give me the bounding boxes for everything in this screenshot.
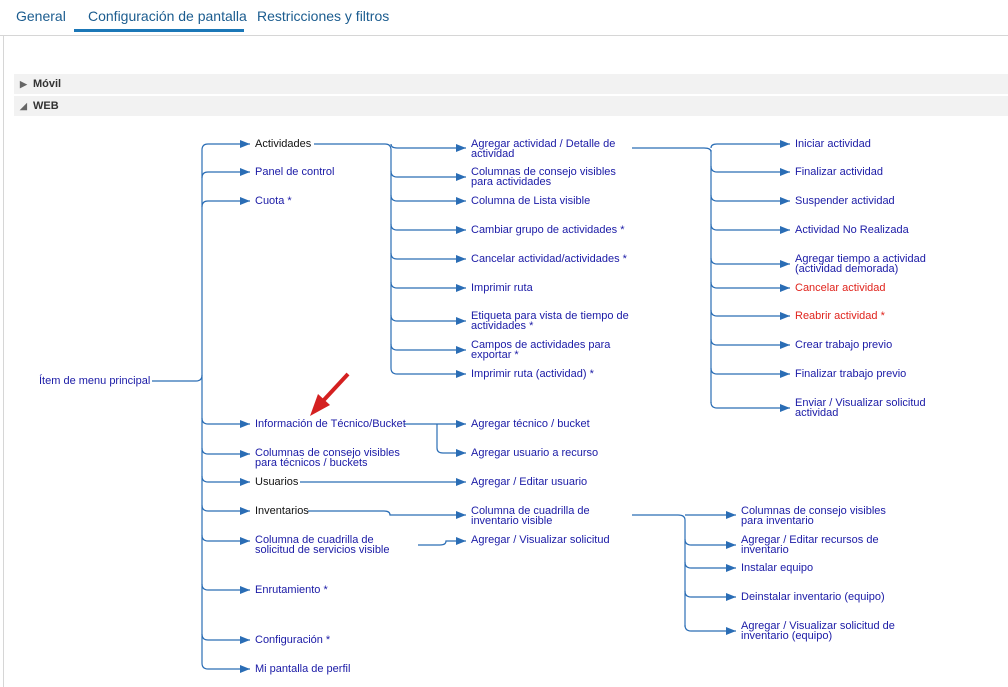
node-agregar-actividad[interactable]: Agregar actividad / Detalle de actividad bbox=[471, 138, 616, 160]
node-suspender-actividad[interactable]: Suspender actividad bbox=[795, 195, 895, 207]
node-etiqueta-vista-tiempo[interactable]: Etiqueta para vista de tiempo de activid… bbox=[471, 310, 629, 332]
node-solicitud-inventario[interactable]: Agregar / Visualizar solicitud de invent… bbox=[741, 620, 895, 642]
node-panel-control[interactable]: Panel de control bbox=[255, 166, 335, 178]
node-columnas-consejo-actividades[interactable]: Columnas de consejo visibles para activi… bbox=[471, 166, 616, 188]
red-pointer-arrow-icon bbox=[310, 372, 350, 416]
node-columna-lista-visible[interactable]: Columna de Lista visible bbox=[471, 195, 591, 207]
node-inventarios[interactable]: Inventarios bbox=[255, 505, 309, 517]
node-finalizar-trabajo-previo[interactable]: Finalizar trabajo previo bbox=[795, 368, 907, 380]
content-frame bbox=[3, 35, 1008, 687]
node-informacion-tecnico[interactable]: Información de Técnico/Bucket bbox=[255, 418, 406, 430]
node-reabrir-actividad[interactable]: Reabrir actividad * bbox=[795, 310, 885, 322]
node-campos-exportar[interactable]: Campos de actividades para exportar * bbox=[471, 339, 611, 361]
node-iniciar-actividad[interactable]: Iniciar actividad bbox=[795, 138, 871, 150]
node-enrutamiento[interactable]: Enrutamiento * bbox=[255, 584, 328, 596]
node-cuota[interactable]: Cuota * bbox=[255, 195, 292, 207]
node-imprimir-ruta-actividad[interactable]: Imprimir ruta (actividad) * bbox=[471, 368, 594, 380]
node-deinstalar-inventario[interactable]: Deinstalar inventario (equipo) bbox=[741, 591, 885, 603]
node-cancelar-actividades[interactable]: Cancelar actividad/actividades * bbox=[471, 253, 627, 265]
node-instalar-equipo[interactable]: Instalar equipo bbox=[741, 562, 814, 574]
node-agregar-tiempo[interactable]: Agregar tiempo a actividad (actividad de… bbox=[795, 253, 926, 275]
tab-configuracion-pantalla[interactable]: Configuración de pantalla bbox=[74, 0, 247, 32]
node-columnas-consejo-inventario[interactable]: Columnas de consejo visibles para invent… bbox=[741, 505, 886, 527]
expand-right-icon: ▶ bbox=[20, 79, 27, 89]
node-agregar-tecnico[interactable]: Agregar técnico / bucket bbox=[471, 418, 590, 430]
tree-root-item[interactable]: Ítem de menu principal bbox=[39, 375, 151, 387]
section-movil[interactable]: ▶ Móvil bbox=[14, 74, 1008, 94]
node-columnas-tecnicos[interactable]: Columnas de consejo visibles para técnic… bbox=[255, 447, 400, 469]
node-enviar-solicitud-actividad[interactable]: Enviar / Visualizar solicitud actividad bbox=[795, 397, 926, 419]
node-mi-pantalla-perfil[interactable]: Mi pantalla de perfil bbox=[255, 663, 351, 675]
tab-bar: General Configuración de pantalla Restri… bbox=[0, 0, 1008, 36]
tab-restricciones-filtros[interactable]: Restricciones y filtros bbox=[257, 8, 390, 24]
tab-general[interactable]: General bbox=[16, 8, 66, 24]
node-actividades[interactable]: Actividades bbox=[255, 138, 312, 150]
node-actividad-no-realizada[interactable]: Actividad No Realizada bbox=[795, 224, 909, 236]
node-editar-recursos-inventario[interactable]: Agregar / Editar recursos de inventario bbox=[741, 534, 879, 556]
node-usuarios[interactable]: Usuarios bbox=[255, 476, 299, 488]
node-crear-trabajo-previo[interactable]: Crear trabajo previo bbox=[795, 339, 893, 351]
section-web[interactable]: ◢ WEB bbox=[14, 96, 1008, 116]
node-agregar-usuario-recurso[interactable]: Agregar usuario a recurso bbox=[471, 447, 599, 459]
node-agregar-visualizar-solicitud[interactable]: Agregar / Visualizar solicitud bbox=[471, 534, 610, 546]
node-columna-cuadrilla[interactable]: Columna de cuadrilla de solicitud de ser… bbox=[255, 534, 390, 556]
node-agregar-editar-usuario[interactable]: Agregar / Editar usuario bbox=[471, 476, 588, 488]
node-cambiar-grupo[interactable]: Cambiar grupo de actividades * bbox=[471, 224, 625, 236]
node-columna-cuadrilla-inventario[interactable]: Columna de cuadrilla de inventario visib… bbox=[471, 505, 590, 527]
node-imprimir-ruta[interactable]: Imprimir ruta bbox=[471, 282, 533, 294]
node-cancelar-actividad[interactable]: Cancelar actividad bbox=[795, 282, 886, 294]
node-finalizar-actividad[interactable]: Finalizar actividad bbox=[795, 166, 884, 178]
collapse-down-icon: ◢ bbox=[20, 101, 27, 111]
node-configuracion[interactable]: Configuración * bbox=[255, 634, 331, 646]
